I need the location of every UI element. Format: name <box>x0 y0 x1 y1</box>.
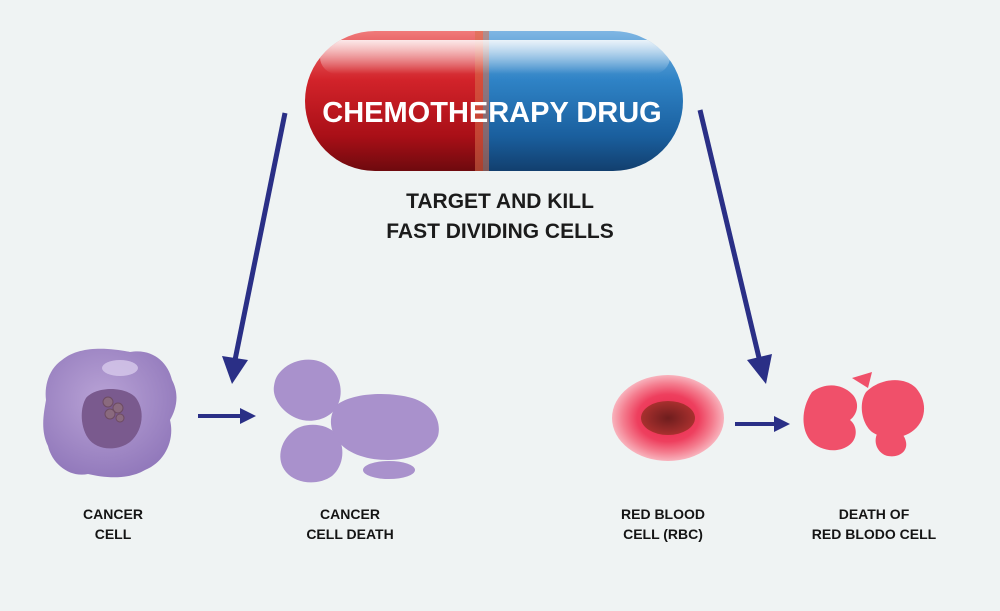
arrow-pill-to-rbc <box>697 109 763 363</box>
label-cancer-cell-line-1: CANCER <box>83 506 143 522</box>
arrowhead-cancer-to-death <box>240 408 256 424</box>
subtitle-line-1: TARGET AND KILL <box>406 190 594 213</box>
arrowhead-pill-to-cancer <box>222 356 248 384</box>
label-cancer-cell: CANCER CELL <box>23 504 203 544</box>
red-blood-cell-icon <box>612 375 724 461</box>
label-red-blood-cell-line-1: RED BLOOD <box>621 506 705 522</box>
subtitle: TARGET AND KILL FAST DIVIDING CELLS <box>300 187 700 247</box>
label-cancer-cell-death: CANCER CELL DEATH <box>260 504 440 544</box>
cancer-cell-death-icon <box>273 359 439 483</box>
chemotherapy-pill: CHEMOTHERAPY DRUG <box>305 31 683 171</box>
label-cancer-cell-death-line-2: CELL DEATH <box>306 526 394 542</box>
subtitle-line-2: FAST DIVIDING CELLS <box>386 220 614 243</box>
pill-label: CHEMOTHERAPY DRUG <box>322 97 661 129</box>
label-red-blood-cell-death-line-1: DEATH OF <box>838 506 910 522</box>
arrowhead-rbc-to-death <box>774 416 790 432</box>
label-red-blood-cell-death: DEATH OF RED BLODO CELL <box>784 504 964 544</box>
arrow-pill-to-cancer <box>231 112 288 366</box>
label-cancer-cell-death-line-1: CANCER <box>320 506 380 522</box>
label-red-blood-cell: RED BLOOD CELL (RBC) <box>573 504 753 544</box>
label-red-blood-cell-death-line-2: RED BLODO CELL <box>811 526 937 542</box>
red-blood-cell-death-icon <box>803 372 925 457</box>
cancer-cell-icon <box>43 348 177 478</box>
label-red-blood-cell-line-2: CELL (RBC) <box>623 526 703 542</box>
arrowhead-pill-to-rbc <box>747 354 772 384</box>
label-cancer-cell-line-2: CELL <box>94 526 132 542</box>
